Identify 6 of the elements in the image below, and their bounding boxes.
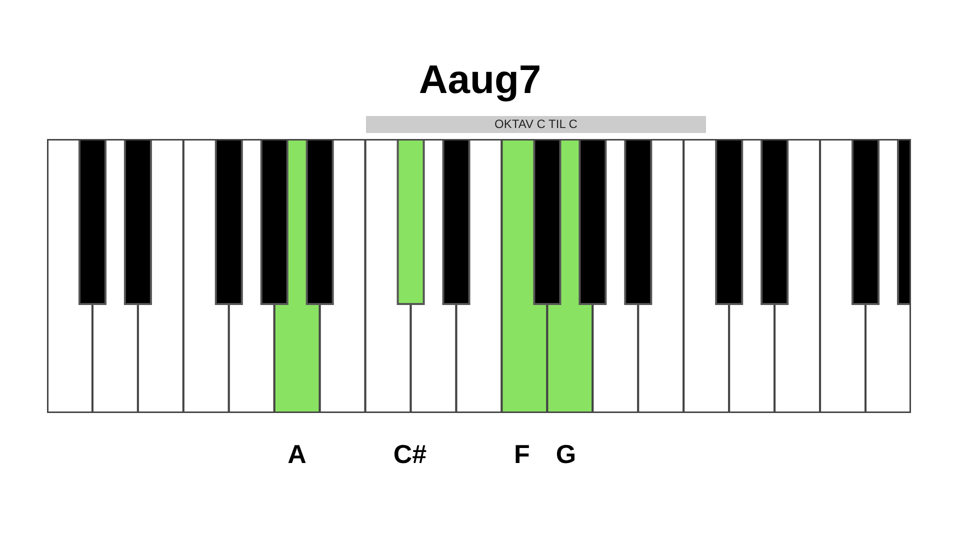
note-name: F (514, 438, 530, 470)
octave-range-bar: OKTAV C TIL C (366, 116, 706, 133)
chord-title: Aaug7 (418, 57, 542, 104)
note-name: G (556, 438, 576, 470)
note-name: A (288, 438, 306, 470)
note-name: C# (393, 438, 427, 470)
